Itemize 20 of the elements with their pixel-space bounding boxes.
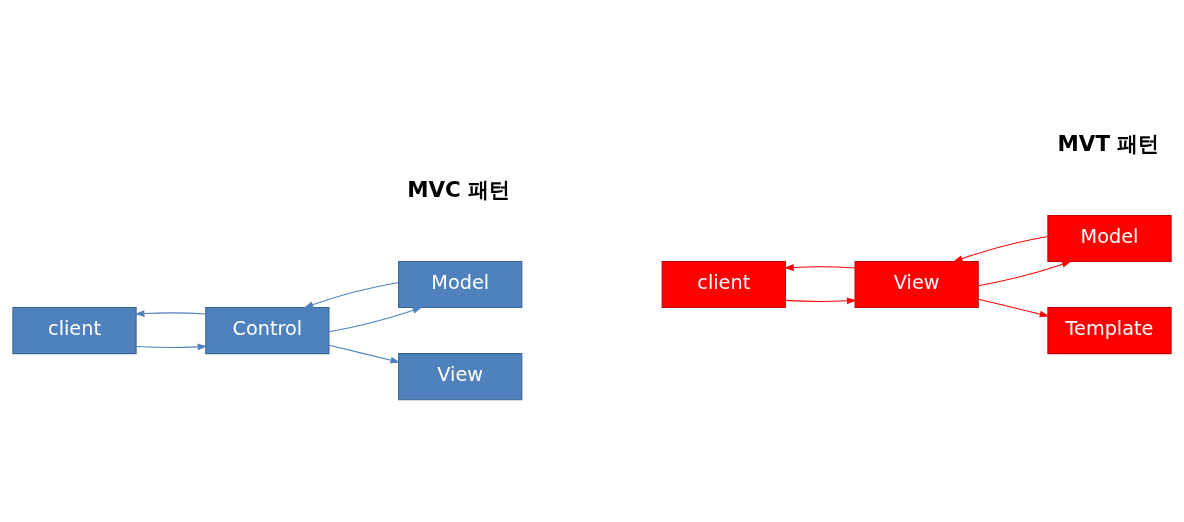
node-box: Template (1047, 306, 1172, 354)
arrow (978, 298, 1050, 317)
arrow (135, 343, 208, 350)
label: MVC 패턴 (407, 176, 511, 202)
node-box: client (12, 306, 137, 354)
node-box: Model (398, 260, 523, 308)
arrow (328, 344, 401, 363)
arrow (784, 263, 856, 271)
label: MVT 패턴 (1057, 130, 1160, 156)
node-box: client (661, 260, 786, 308)
arrow (978, 260, 1072, 286)
node-box: View (398, 352, 523, 400)
node-box: Control (205, 306, 330, 354)
arrow (303, 281, 399, 308)
node-box: Model (1047, 214, 1172, 262)
arrow (134, 309, 207, 317)
arrow (952, 235, 1049, 262)
arrow (328, 306, 423, 332)
node-box: View (854, 260, 979, 308)
arrow (785, 296, 857, 304)
